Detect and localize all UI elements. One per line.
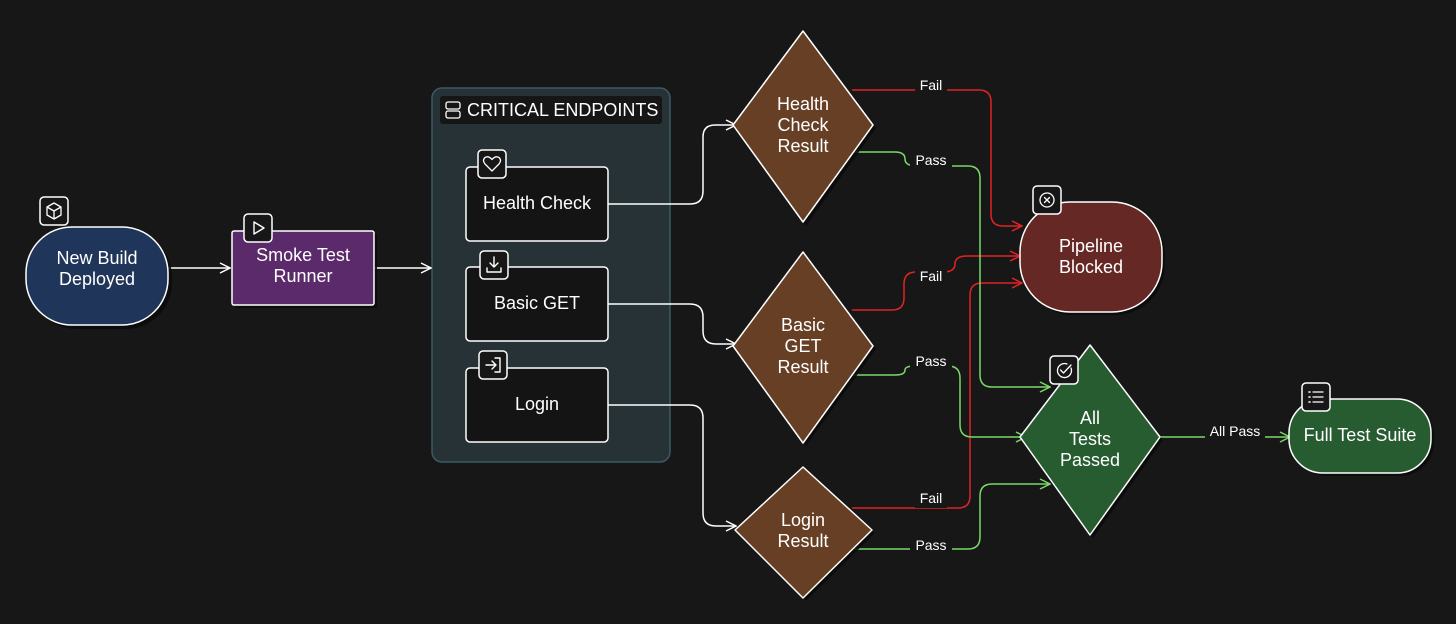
node-login[interactable]: Login: [465, 350, 609, 443]
edge-label-health-pass: Pass: [915, 152, 946, 168]
node-label: Tests: [1069, 429, 1111, 449]
node-label: Check: [777, 115, 829, 135]
list-icon: [1301, 382, 1331, 412]
node-login-result[interactable]: Login Result: [734, 466, 875, 601]
node-label: Health Check: [483, 193, 592, 213]
edge-login-pass: [852, 484, 1050, 550]
x-circle-icon: [1032, 185, 1062, 215]
heart-icon: [477, 149, 507, 179]
node-basic-get[interactable]: Basic GET: [465, 250, 609, 342]
edge-get-pass: [852, 365, 1026, 437]
server-icon: [445, 101, 461, 119]
node-label: Pipeline: [1059, 236, 1123, 256]
node-label: Login: [515, 394, 559, 414]
node-label: All: [1080, 408, 1100, 428]
node-smoke-test-runner[interactable]: Smoke Test Runner: [231, 213, 377, 308]
node-label: Health: [777, 94, 829, 114]
group-title: CRITICAL ENDPOINTS: [467, 100, 658, 120]
edge-health-to-result: [608, 125, 736, 205]
edge-get-to-result: [608, 303, 736, 344]
edge-label-get-pass: Pass: [915, 353, 946, 369]
node-health-check-result[interactable]: Health Check Result: [732, 30, 876, 226]
node-label: Blocked: [1059, 257, 1123, 277]
node-full-test-suite[interactable]: Full Test Suite: [1288, 382, 1434, 476]
box-icon: [39, 196, 69, 226]
edge-health-pass: [852, 151, 1050, 387]
edge-label-all-pass: All Pass: [1210, 423, 1261, 439]
node-label: Full Test Suite: [1304, 425, 1417, 445]
edge-label-login-fail: Fail: [920, 490, 943, 506]
edge-label-get-fail: Fail: [920, 268, 943, 284]
node-label: Result: [777, 531, 828, 551]
node-new-build-deployed[interactable]: New Build Deployed: [25, 196, 172, 329]
node-label: Basic: [781, 315, 825, 335]
node-health-check[interactable]: Health Check: [465, 149, 609, 242]
node-pipeline-blocked[interactable]: Pipeline Blocked: [1019, 185, 1165, 315]
node-label: Passed: [1060, 450, 1120, 470]
check-circle-icon: [1049, 355, 1079, 385]
login-icon: [478, 350, 508, 380]
edge-login-to-result: [608, 404, 736, 526]
node-label: GET: [784, 336, 821, 356]
edge-label-health-fail: Fail: [920, 77, 943, 93]
node-label: Result: [777, 136, 828, 156]
node-all-tests-passed[interactable]: All Tests Passed: [1019, 344, 1163, 538]
node-label: Login: [781, 510, 825, 530]
edges: [168, 89, 1290, 550]
node-label: Smoke Test: [256, 245, 350, 265]
node-label: Result: [777, 357, 828, 377]
node-label: Basic GET: [494, 293, 580, 313]
edge-health-fail: [852, 89, 1022, 226]
edge-label-login-pass: Pass: [915, 537, 946, 553]
edge-login-fail: [852, 283, 1022, 509]
play-icon: [243, 213, 273, 243]
node-label: New Build: [56, 248, 137, 268]
download-icon: [479, 250, 509, 280]
node-basic-get-result[interactable]: Basic GET Result: [732, 251, 876, 446]
node-label: Deployed: [59, 269, 135, 289]
edge-labels: Fail Pass Fail Pass Fail Pass All Pass: [910, 77, 1265, 555]
node-label: Runner: [273, 266, 332, 286]
